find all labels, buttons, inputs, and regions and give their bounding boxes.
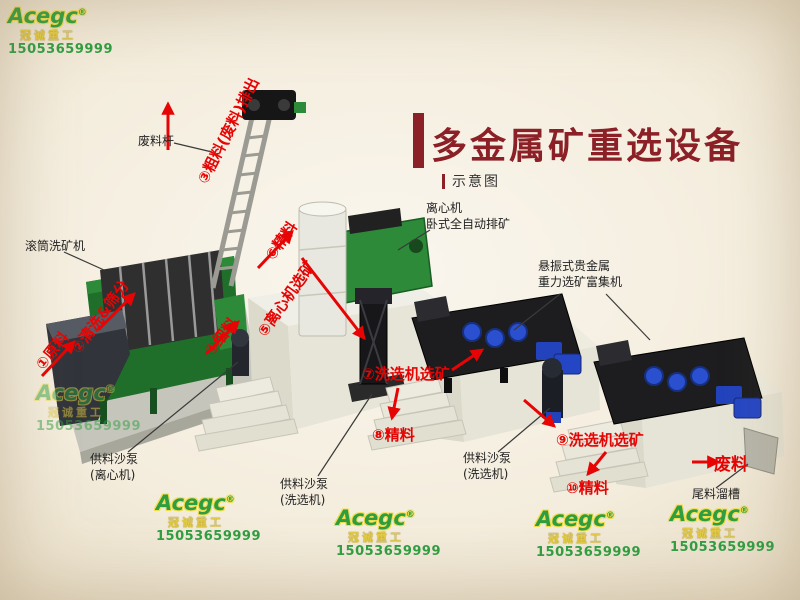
phone-number: 15053659999 [336, 543, 441, 559]
watermark-bottom-right: Acegc® 冠诚重工 15053659999 [670, 502, 775, 555]
watermark-bottom-center-left: Acegc® 冠诚重工 15053659999 [336, 506, 441, 559]
company-name: 冠诚重工 [682, 526, 738, 540]
registered-mark: ® [105, 385, 115, 395]
label-centrifuge: 离心机 卧式全自动排矿 [426, 201, 510, 232]
brand-text: Acegc [8, 4, 78, 28]
drum-washer-machine [46, 250, 248, 426]
label-line: (洗选机) [463, 466, 509, 481]
flow-arrows [40, 101, 721, 477]
label-line: 重力选矿富集机 [538, 274, 623, 289]
label-line: 供料沙泵 [90, 452, 139, 466]
label-pump-washer2: 供料沙泵 (洗选机) [463, 451, 511, 482]
brand-logo: Acegc® [336, 506, 441, 531]
phone-number: 15053659999 [670, 539, 775, 555]
label-line: 卧式全自动排矿 [426, 216, 511, 231]
label-pump-washer1: 供料沙泵 (洗选机) [280, 477, 328, 508]
watermark-mid-left: Acegc® 冠诚重工 15053659999 [36, 381, 141, 434]
label-vibrator: 悬振式贵金属 重力选矿富集机 [538, 259, 622, 290]
phone-number: 15053659999 [8, 41, 113, 57]
elevator-mast [210, 97, 277, 289]
flow-step-8: ⑧精料 [372, 426, 415, 444]
company-name: 冠诚重工 [48, 405, 104, 419]
brand-logo: Acegc® [536, 507, 641, 532]
label-line: 悬振式贵金属 [538, 259, 611, 273]
brand-logo: Acegc® [8, 4, 113, 29]
label-drum-washer: 滚筒洗矿机 [25, 239, 86, 253]
registered-mark: ® [77, 8, 87, 18]
registered-mark: ® [605, 511, 615, 521]
brand-text: Acegc [36, 381, 106, 405]
label-pump-centrifuge: 供料沙泵 (离心机) [90, 452, 138, 483]
company-name: 冠诚重工 [348, 530, 404, 544]
brand-logo: Acegc® [670, 502, 775, 527]
label-line: 供料沙泵 [280, 477, 329, 491]
flow-step-7: ⑦洗选机选矿 [362, 365, 450, 383]
flow-waste-out: 废料 [714, 455, 748, 475]
brand-text: Acegc [156, 491, 226, 515]
page-title: 多金属矿重选设备 [431, 126, 744, 167]
vibrator2-machine [593, 337, 763, 425]
registered-mark: ® [739, 506, 749, 516]
label-line: 供料沙泵 [463, 451, 512, 465]
title-accent-bar [413, 113, 424, 168]
watermark-top-left: Acegc® 冠诚重工 15053659999 [8, 4, 113, 57]
watermark-bottom-center-right: Acegc® 冠诚重工 15053659999 [536, 507, 641, 560]
subtitle: 示意图 [442, 171, 500, 191]
company-name: 冠诚重工 [20, 28, 76, 42]
brand-logo: Acegc® [156, 491, 261, 516]
label-line: (洗选机) [280, 492, 326, 507]
registered-mark: ® [225, 495, 235, 505]
brand-text: Acegc [336, 506, 406, 530]
flow-step-9: ⑨洗选机选矿 [556, 431, 644, 449]
phone-number: 15053659999 [536, 544, 641, 560]
label-tailings-chute: 尾料溜槽 [692, 487, 741, 501]
label-line: 离心机 [426, 201, 463, 215]
sand-pump-washer2 [542, 358, 563, 423]
company-name: 冠诚重工 [168, 515, 224, 529]
sand-pump-washer1 [348, 288, 406, 402]
watermark-bottom-left: Acegc® 冠诚重工 15053659999 [156, 491, 261, 544]
centrifuge-machine [231, 201, 433, 376]
registered-mark: ® [405, 510, 415, 520]
brand-text: Acegc [670, 502, 740, 526]
mast-head-pulley [242, 90, 306, 120]
company-name: 冠诚重工 [548, 531, 604, 545]
subtitle-accent-bar [442, 173, 445, 189]
label-waste-rod: 废料杆 [138, 134, 175, 148]
brand-logo: Acegc® [36, 381, 141, 406]
phone-number: 15053659999 [36, 418, 141, 434]
label-line: (离心机) [90, 467, 136, 482]
flow-step-10: ⑩精料 [566, 479, 609, 497]
tailings-chute-shape [743, 427, 779, 475]
phone-number: 15053659999 [156, 528, 261, 544]
brand-text: Acegc [536, 507, 606, 531]
subtitle-text: 示意图 [452, 174, 500, 190]
